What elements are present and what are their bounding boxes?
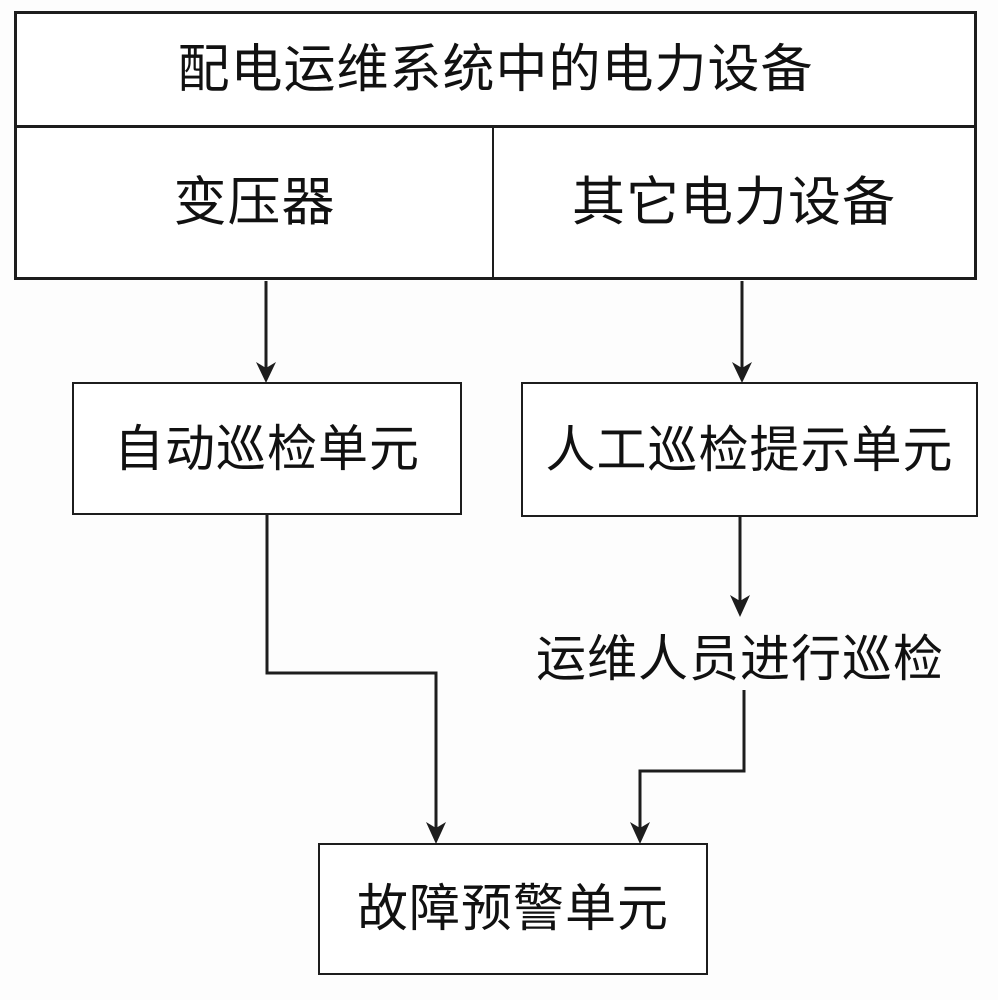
sub-cell-other-equipment: 其它电力设备: [494, 128, 974, 277]
power-equipment-container: 配电运维系统中的电力设备 变压器 其它电力设备: [14, 11, 977, 280]
edge-staff-inspection-to-fault-alarm: [630, 690, 746, 844]
container-header-label: 配电运维系统中的电力设备: [177, 39, 814, 100]
sub-cell-other-equipment-label: 其它电力设备: [572, 172, 896, 233]
container-sub-row: 变压器 其它电力设备: [17, 128, 974, 277]
node-fault-alarm-unit-label: 故障预警单元: [356, 879, 669, 939]
edge-manual-prompt-to-staff-inspection: [730, 517, 750, 617]
sub-cell-transformer: 变压器: [17, 128, 494, 277]
edge-auto-inspection-to-fault-alarm: [265, 515, 446, 844]
node-manual-inspection-prompt-unit-label: 人工巡检提示单元: [545, 420, 954, 479]
node-auto-inspection-unit-label: 自动巡检单元: [114, 419, 420, 478]
sub-cell-transformer-label: 变压器: [173, 172, 336, 233]
node-manual-inspection-prompt-unit: 人工巡检提示单元: [521, 382, 978, 517]
node-staff-inspection-label: 运维人员进行巡检: [536, 630, 944, 688]
edge-transformer-to-auto-inspection: [256, 281, 276, 383]
node-auto-inspection-unit: 自动巡检单元: [72, 382, 462, 515]
container-header: 配电运维系统中的电力设备: [17, 14, 974, 128]
edge-other-equipment-to-manual-prompt: [732, 281, 752, 383]
node-fault-alarm-unit: 故障预警单元: [318, 843, 708, 975]
